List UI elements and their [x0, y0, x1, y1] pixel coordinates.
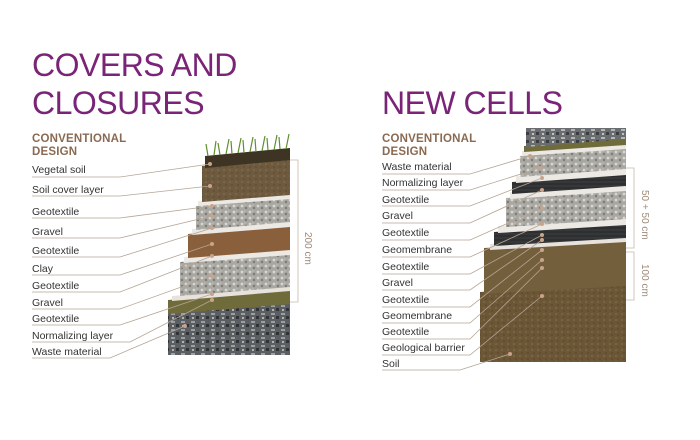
covers-clay-layer [188, 226, 290, 258]
covers-geotextile-layer [192, 221, 290, 235]
cells-dimension-top-label: 50 + 50 cm [639, 190, 650, 240]
cells-subtitle: CONVENTIONAL DESIGN [382, 133, 502, 159]
cells-dimension-bracket-bottom [626, 251, 635, 301]
cells-dimension-bottom-label: 100 cm [639, 264, 650, 297]
covers-label-soil-cover-layer: Soil cover layer [32, 184, 104, 196]
cells-label-gravel: Gravel [382, 210, 413, 222]
cells-gravel-layer [520, 148, 626, 177]
covers-label-geotextile: Geotextile [32, 313, 80, 325]
cells-soil-layer [480, 282, 626, 362]
covers-subtitle-line1: CONVENTIONAL [32, 133, 127, 145]
covers-label-gravel: Gravel [32, 297, 63, 309]
cells-label-waste-material: Waste material [382, 161, 452, 173]
cells-subtitle-line1: CONVENTIONAL [382, 133, 477, 145]
covers-label-vegetal-soil: Vegetal soil [32, 164, 86, 176]
covers-label-waste-material: Waste material [32, 346, 102, 358]
cells-waste-top [526, 128, 626, 136]
covers-vegetal-soil-layer [205, 148, 290, 168]
covers-label-geotextile: Geotextile [32, 206, 80, 218]
cells-label-geotextile: Geotextile [382, 261, 430, 273]
cells-label-geomembrane: Geomembrane [382, 310, 453, 322]
covers-subtitle: CONVENTIONAL DESIGN [32, 133, 152, 159]
cells-label-geotextile: Geotextile [382, 326, 430, 338]
cells-label-geotextile: Geotextile [382, 227, 430, 239]
covers-panel: COVERS AND CLOSURES CONVENTIONAL DESIGN [32, 46, 313, 359]
cells-cross-section [382, 128, 635, 371]
covers-cross-section [32, 133, 299, 359]
cells-subtitle-line2: DESIGN [382, 146, 428, 158]
cells-title: NEW CELLS [382, 85, 563, 121]
covers-dimension-bracket [290, 159, 299, 303]
cells-dimension-bracket-top [626, 167, 635, 249]
covers-title: COVERS AND CLOSURES [32, 46, 237, 122]
cells-label-geological-barrier: Geological barrier [382, 342, 465, 354]
covers-soil-cover-layer [202, 158, 290, 202]
covers-dimension-label: 200 cm [302, 232, 313, 265]
cells-panel: NEW CELLS CONVENTIONAL DESIGN [350, 0, 700, 440]
cells-gravel-layer [506, 190, 626, 227]
cells-label-geomembrane: Geomembrane [382, 244, 453, 256]
cells-label-geotextile: Geotextile [382, 294, 430, 306]
covers-label-geotextile: Geotextile [32, 280, 80, 292]
cells-geomembrane-layer [494, 224, 626, 246]
covers-label-clay: Clay [32, 263, 54, 275]
cells-geological-barrier-layer [484, 240, 626, 294]
cells-geotextile-layer [522, 144, 626, 156]
cells-label-geotextile: Geotextile [382, 194, 430, 206]
covers-grass [205, 133, 290, 157]
covers-label-normalizing-layer: Normalizing layer [32, 330, 114, 342]
cells-normalizing-layer [524, 138, 626, 152]
cells-leader-dots [508, 154, 544, 356]
cells-label-gravel: Gravel [382, 277, 413, 289]
covers-leader-dots [183, 162, 214, 328]
covers-normalizing-layer [168, 290, 290, 314]
covers-title-line2: CLOSURES [32, 85, 205, 121]
cells-label-normalizing-layer: Normalizing layer [382, 177, 464, 189]
covers-geotextile-layer [184, 249, 290, 263]
covers-waste-layer [168, 302, 290, 355]
covers-leader-lines [32, 163, 213, 359]
covers-gravel-layer [196, 198, 290, 230]
cells-label-soil: Soil [382, 358, 400, 370]
cells-leader-lines [382, 155, 543, 371]
covers-label-geotextile: Geotextile [32, 245, 80, 257]
covers-gravel-layer [180, 254, 290, 296]
covers-title-line1: COVERS AND [32, 47, 237, 83]
covers-subtitle-line2: DESIGN [32, 146, 78, 158]
covers-geotextile-layer [198, 194, 290, 206]
covers-label-gravel: Gravel [32, 226, 63, 238]
